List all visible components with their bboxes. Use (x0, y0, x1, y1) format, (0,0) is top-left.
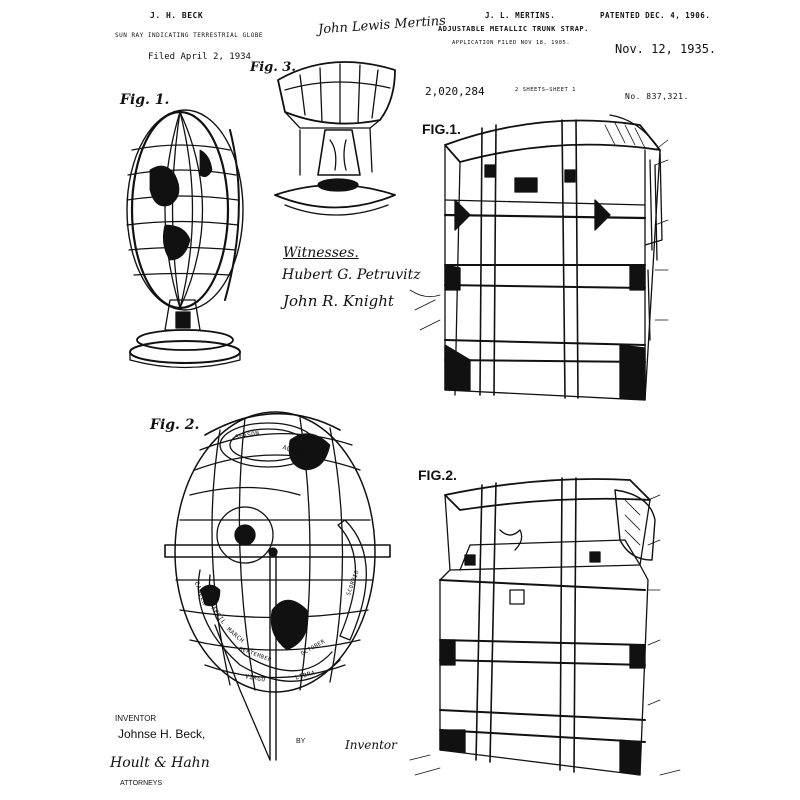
beck-patent-date: Nov. 12, 1935. (615, 42, 717, 56)
fig2-label-right: FIG.2. (418, 467, 457, 483)
by-label: BY (296, 738, 306, 745)
fig2-label-left: Fig. 2. (150, 417, 200, 433)
beck-patent-title: SUN RAY INDICATING TERRESTRIAL GLOBE (115, 32, 264, 39)
inventor-name: Johnse H. Beck, (118, 727, 206, 741)
beck-patent-number: 2,020,284 (425, 85, 485, 98)
mertins-inventor-header: J. L. MERTINS. (485, 11, 556, 20)
witness-one-signature: Hubert G. Petruvitz (282, 267, 421, 283)
attorney-signature: Hoult & Hahn (110, 755, 210, 771)
fig2-trunk-drawing (409, 477, 681, 776)
mertins-patent-number: No. 837,321. (625, 92, 689, 101)
mertins-patented-date: PATENTED DEC. 4, 1906. (600, 11, 711, 20)
inventor-word: Inventor (345, 738, 397, 752)
fig1-label-left: Fig. 1. (120, 92, 170, 108)
fig3-device-drawing (274, 61, 396, 216)
fig1-trunk-drawing (409, 114, 663, 401)
fig3-label: Fig. 3. (250, 60, 296, 75)
mertins-application-date: APPLICATION FILED NOV 18, 1905. (452, 40, 571, 46)
beck-inventor-header: J. H. BECK (150, 11, 204, 20)
inventor-label: INVENTOR (115, 714, 157, 723)
fig1-globe-drawing (126, 109, 244, 369)
beck-filed-date: Filed April 2, 1934 (148, 52, 251, 62)
fig2-globe-drawing (164, 411, 391, 761)
attorneys-label: ATTORNEYS (120, 780, 163, 787)
fig1-label-right: FIG.1. (422, 121, 461, 137)
witnesses-label: Witnesses. (283, 245, 359, 261)
mertins-patent-title: ADJUSTABLE METALLIC TRUNK STRAP. (438, 25, 589, 33)
mertins-sheet-count: 2 SHEETS—SHEET 1 (515, 87, 576, 93)
witness-two-signature: John R. Knight (283, 292, 394, 310)
